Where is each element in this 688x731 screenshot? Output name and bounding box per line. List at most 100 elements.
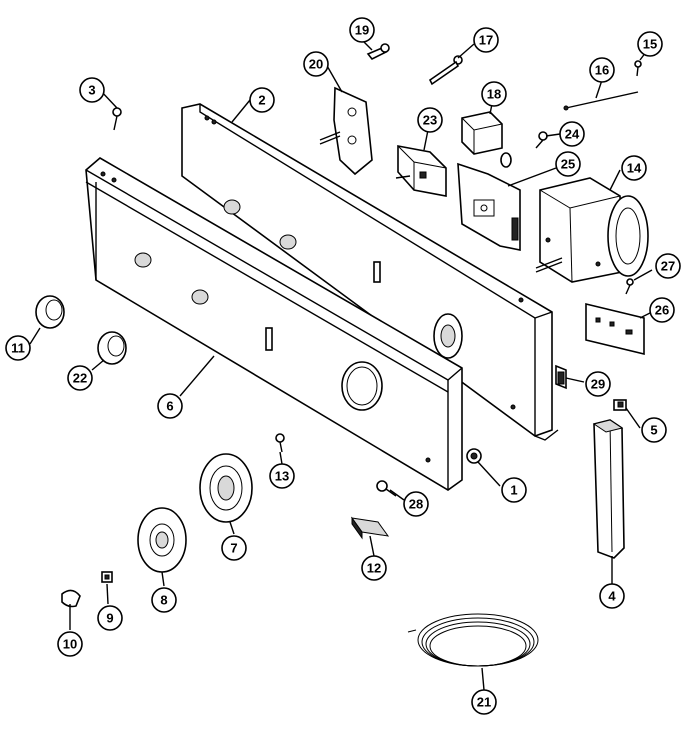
clip-part-5: [613, 399, 627, 411]
knob-part-22: [97, 331, 127, 365]
callout-16: 16: [589, 57, 615, 83]
callout-number: 25: [561, 157, 575, 172]
callout-23: 23: [417, 107, 443, 133]
timer-part-14: [535, 177, 649, 283]
callout-number: 9: [106, 611, 113, 626]
callout-number: 8: [160, 593, 167, 608]
callout-28: 28: [403, 491, 429, 517]
clip-part-9: [101, 571, 113, 583]
callout-8: 8: [151, 587, 177, 613]
screw-part-27: [625, 278, 634, 295]
rear-control-panel: [181, 103, 559, 441]
callout-circle: [417, 107, 443, 133]
callout-circle: [555, 151, 581, 177]
knob-part-11: [35, 295, 65, 329]
callout-circle: [589, 57, 615, 83]
callout-number: 4: [608, 589, 616, 604]
callout-number: 19: [355, 23, 369, 38]
callout-number: 10: [63, 637, 77, 652]
callout-26: 26: [649, 297, 675, 323]
callout-14: 14: [621, 155, 647, 181]
callout-labels: 1234567891011121314151617181920212223242…: [5, 17, 681, 715]
wire-coil-part-21: [407, 613, 539, 667]
callout-15: 15: [637, 31, 663, 57]
callout-13: 13: [269, 463, 295, 489]
screw-part-13: [275, 433, 285, 453]
callout-18: 18: [481, 81, 507, 107]
screw-part-3: [112, 107, 122, 131]
callout-24: 24: [559, 121, 585, 147]
callout-21: 21: [471, 689, 497, 715]
callout-17: 17: [473, 27, 499, 53]
callout-circle: [157, 393, 183, 419]
callout-circle: [599, 583, 625, 609]
dial-seat: [433, 313, 463, 359]
callout-circle: [5, 335, 31, 361]
callout-circle: [221, 535, 247, 561]
callout-number: 14: [627, 161, 642, 176]
callout-circle: [637, 31, 663, 57]
callout-circle: [655, 253, 681, 279]
callout-circle: [249, 87, 275, 113]
screw-part-24: [535, 131, 548, 149]
callout-number: 20: [309, 57, 323, 72]
callout-number: 1: [510, 483, 517, 498]
callout-circle: [403, 491, 429, 517]
callout-6: 6: [157, 393, 183, 419]
callout-circle: [473, 27, 499, 53]
callout-number: 27: [661, 259, 675, 274]
callout-number: 12: [367, 561, 381, 576]
callout-circle: [501, 477, 527, 503]
callout-circle: [79, 77, 105, 103]
callout-number: 16: [595, 63, 609, 78]
callout-number: 26: [655, 303, 669, 318]
callout-10: 10: [57, 631, 83, 657]
callout-circle: [621, 155, 647, 181]
callout-number: 28: [409, 497, 423, 512]
callout-number: 15: [643, 37, 657, 52]
screw-part-28: [376, 480, 397, 497]
callout-circle: [349, 17, 375, 43]
clip-part-10: [61, 589, 81, 608]
screw-part-19: [366, 43, 390, 61]
callout-circle: [361, 555, 387, 581]
callout-19: 19: [349, 17, 375, 43]
nut-part-1: [466, 448, 482, 464]
callout-circle: [269, 463, 295, 489]
pad-part-12: [350, 516, 390, 540]
box-part-29: [555, 364, 567, 390]
callout-2: 2: [249, 87, 275, 113]
callout-number: 6: [166, 399, 173, 414]
callout-number: 7: [230, 541, 237, 556]
callout-circle: [559, 121, 585, 147]
dial-part-8: [137, 507, 187, 573]
switch-part-23: [395, 145, 447, 197]
callout-1: 1: [501, 477, 527, 503]
callout-22: 22: [67, 365, 93, 391]
callout-3: 3: [79, 77, 105, 103]
callout-number: 24: [565, 127, 580, 142]
callout-29: 29: [585, 371, 611, 397]
callout-number: 21: [477, 695, 491, 710]
front-control-panel: [85, 157, 463, 491]
callout-number: 17: [479, 33, 493, 48]
block-part-18: [461, 111, 512, 168]
callout-circle: [151, 587, 177, 613]
callout-7: 7: [221, 535, 247, 561]
board-part-26: [585, 302, 645, 356]
callout-11: 11: [5, 335, 31, 361]
callout-number: 5: [650, 423, 657, 438]
callout-number: 22: [73, 371, 87, 386]
callout-number: 11: [11, 341, 25, 356]
callout-circle: [649, 297, 675, 323]
end-cap-part-4: [592, 419, 625, 559]
callout-9: 9: [97, 605, 123, 631]
bracket-part-25: [457, 162, 521, 251]
callout-circle: [641, 417, 667, 443]
callout-number: 23: [423, 113, 437, 128]
callout-27: 27: [655, 253, 681, 279]
callout-circle: [585, 371, 611, 397]
callout-4: 4: [599, 583, 625, 609]
